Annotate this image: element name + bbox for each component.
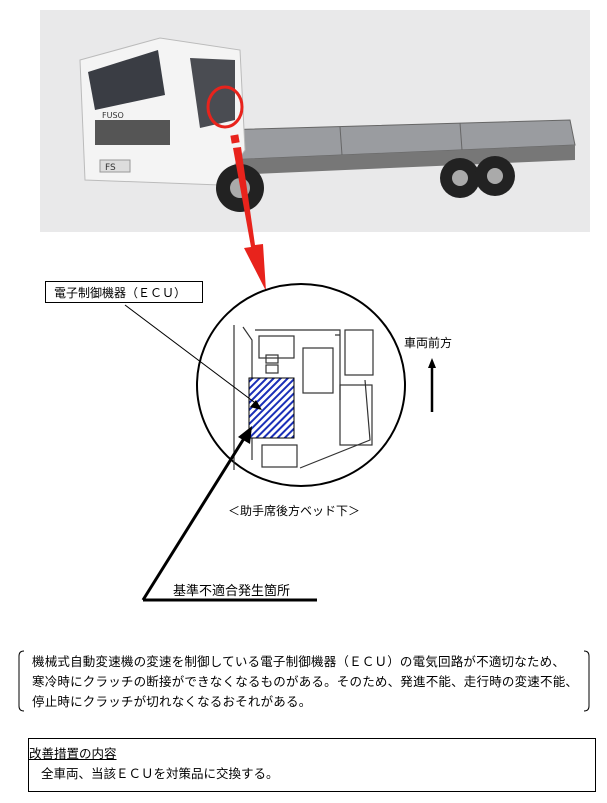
ecu-label: 電子制御機器（ＥＣＵ） [45,281,203,303]
defect-location-label: 基準不適合発生箇所 [173,584,291,599]
truck-photo: FS FUSO [40,10,590,232]
cause-line: 停止時にクラッチが切れなくなるおそれがある。 [32,694,312,709]
vehicle-front-label: 車両前方 [404,336,453,350]
ecu-area-drawing [233,325,374,470]
truck-badge: FS [105,163,116,173]
svg-text:FUSO: FUSO [102,111,124,120]
cause-line: 機械式自動変速機の変速を制御している電子制御機器（ＥＣＵ）の電気回路が不適切なた… [32,654,566,669]
cause-description: 機械式自動変速機の変速を制御している電子制御機器（ＥＣＵ）の電気回路が不適切なた… [18,650,590,712]
red-arrow-icon [230,134,266,291]
cause-line: 寒冷時にクラッチの断接ができなくなるものがある。そのため、発進不能、走行時の変速… [32,674,579,689]
remedy-box: 改善措置の内容 全車両、当該ＥＣＵを対策品に交換する。 [28,738,596,792]
remedy-body: 全車両、当該ＥＣＵを対策品に交換する。 [41,766,279,781]
location-caption: ＜助手席後方ベッド下＞ [228,504,361,518]
remedy-heading: 改善措置の内容 [29,746,117,761]
detail-circle [196,283,406,487]
diagram-graphics [124,134,436,602]
